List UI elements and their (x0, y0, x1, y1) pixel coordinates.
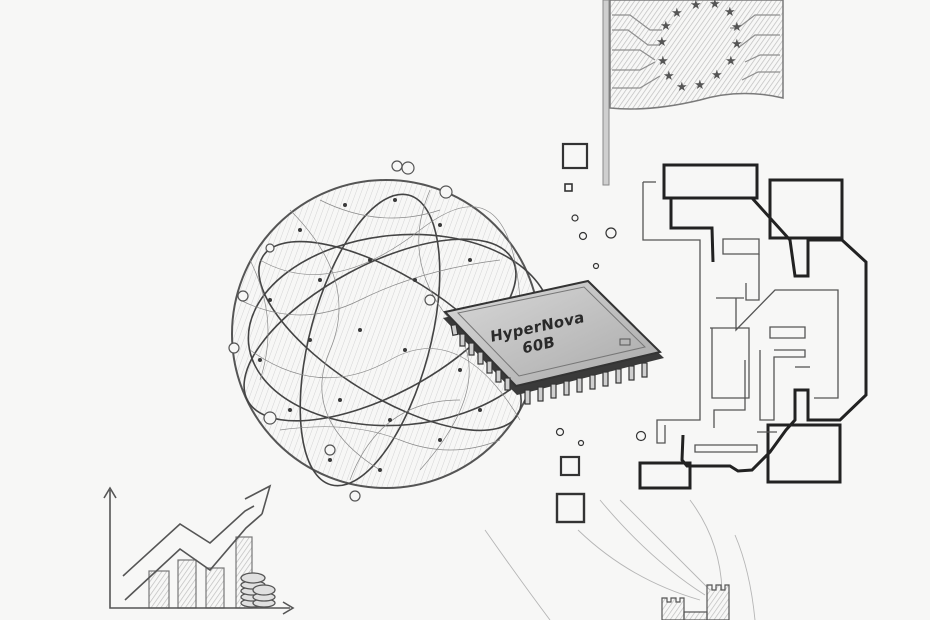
network-globe-icon (228, 160, 553, 502)
svg-text:★: ★ (725, 54, 737, 69)
svg-text:★: ★ (656, 35, 668, 50)
svg-text:★: ★ (709, 0, 721, 12)
eu-flag-icon: ★★ ★★ ★★ ★★ ★★ ★★ ★★ (602, 0, 784, 186)
svg-text:★: ★ (657, 54, 669, 69)
signal-lines (484, 499, 756, 620)
castle-icon (661, 584, 730, 620)
svg-text:★: ★ (660, 19, 672, 34)
svg-text:★: ★ (711, 68, 723, 83)
svg-text:★: ★ (676, 80, 688, 95)
coin-stack-icon (240, 572, 276, 608)
svg-text:★: ★ (731, 37, 743, 52)
svg-text:★: ★ (694, 78, 706, 93)
svg-text:★: ★ (724, 5, 736, 20)
svg-text:★: ★ (731, 20, 743, 35)
growth-chart-icon (103, 484, 295, 615)
svg-text:★: ★ (671, 6, 683, 21)
svg-text:★: ★ (690, 0, 702, 13)
svg-text:★: ★ (663, 69, 675, 84)
microchip-icon (443, 279, 664, 405)
floating-pixels (555, 142, 647, 524)
maze-circuit-icon (638, 163, 868, 490)
